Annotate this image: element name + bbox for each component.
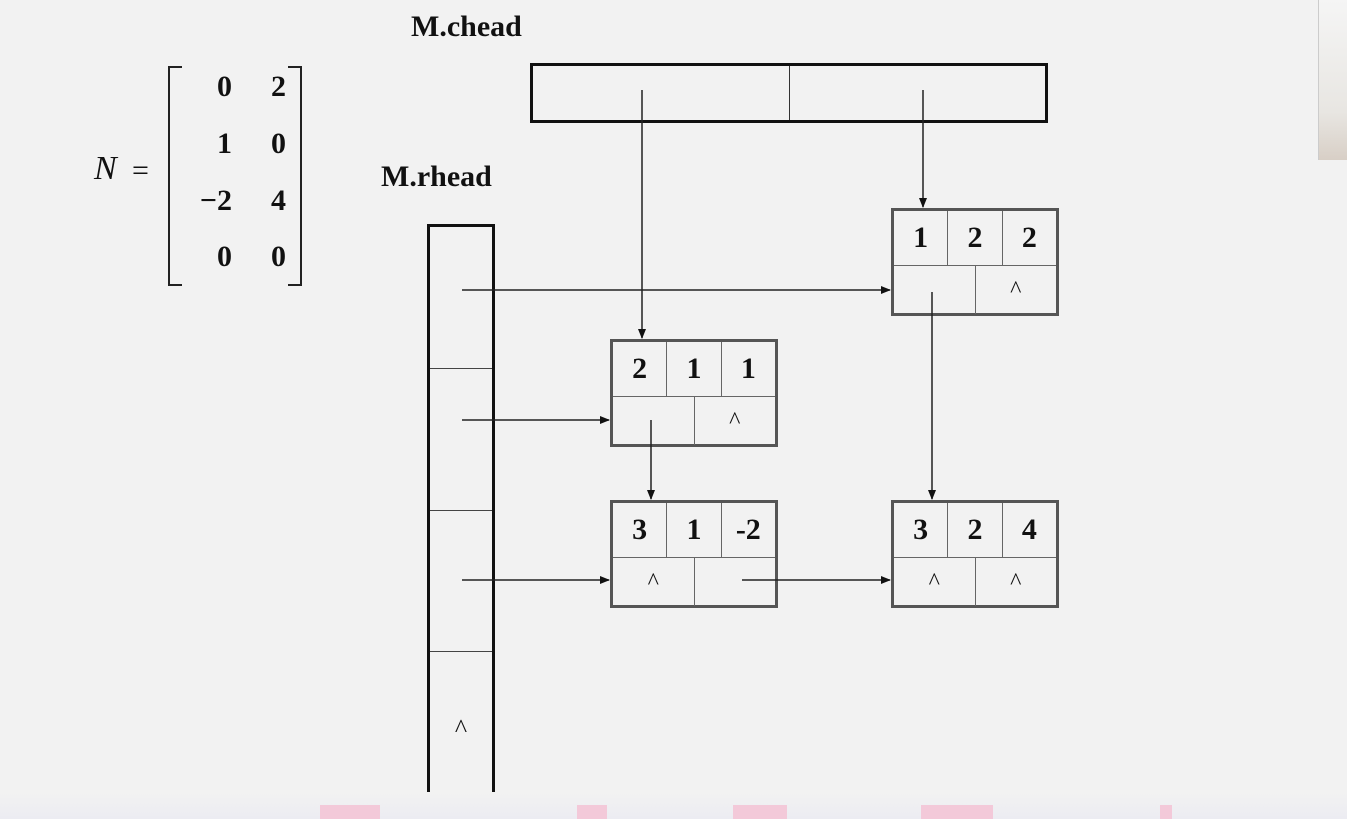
matrix-equals-sign: =: [132, 154, 149, 187]
null-pointer-symbol: ^: [454, 714, 468, 744]
node-3-1: 3 1 -2 ^: [610, 500, 778, 608]
node-value: -2: [720, 503, 775, 557]
matrix-cell: 1: [217, 127, 232, 160]
matrix-cell: 0: [217, 240, 232, 273]
node-right-pointer: ^: [693, 397, 776, 445]
matrix-cell: −2: [199, 184, 232, 217]
node-value: 1: [720, 342, 775, 396]
node-value: 4: [1001, 503, 1056, 557]
node-down-pointer: ^: [928, 569, 940, 595]
matrix-cell: 0: [271, 240, 286, 273]
video-thumbnail-edge: [1318, 0, 1347, 160]
node-col: 1: [666, 503, 720, 557]
node-value: 2: [1001, 211, 1056, 265]
matrix-cell: 0: [271, 127, 286, 160]
matrix-name: N: [94, 150, 117, 187]
rhead-cell: [430, 367, 492, 510]
decorative-strip: [921, 805, 993, 819]
node-1-2: 1 2 2 ^: [891, 208, 1059, 316]
node-col: 2: [947, 211, 1001, 265]
matrix-cell: 2: [271, 70, 286, 103]
rhead-title: M.rhead: [381, 160, 492, 193]
node-row: 3: [632, 513, 648, 546]
decorative-strip: [1160, 805, 1172, 819]
rhead-cell: [430, 509, 492, 652]
node-col: 2: [947, 503, 1001, 557]
matrix-cell: 4: [271, 184, 286, 217]
node-right-pointer: ^: [974, 558, 1057, 606]
decorative-strip: [733, 805, 787, 819]
matrix-left-bracket: [168, 66, 182, 286]
node-right-pointer: [693, 558, 776, 606]
node-right-pointer: ^: [974, 266, 1057, 314]
node-row: 3: [913, 513, 929, 546]
column-head-array: [530, 63, 1048, 123]
matrix-cell: 0: [217, 70, 232, 103]
node-down-pointer: ^: [647, 569, 659, 595]
rhead-cell: ^: [430, 651, 492, 793]
decorative-strip: [577, 805, 607, 819]
chead-cell: [788, 66, 1046, 120]
chead-title: M.chead: [411, 10, 522, 43]
matrix-right-bracket: [288, 66, 302, 286]
node-2-1: 2 1 1 ^: [610, 339, 778, 447]
bottom-edge-band: [0, 792, 1347, 819]
decorative-strip: [320, 805, 380, 819]
node-row: 2: [632, 352, 648, 385]
node-col: 1: [666, 342, 720, 396]
node-3-2: 3 2 4 ^ ^: [891, 500, 1059, 608]
node-row: 1: [913, 221, 929, 254]
